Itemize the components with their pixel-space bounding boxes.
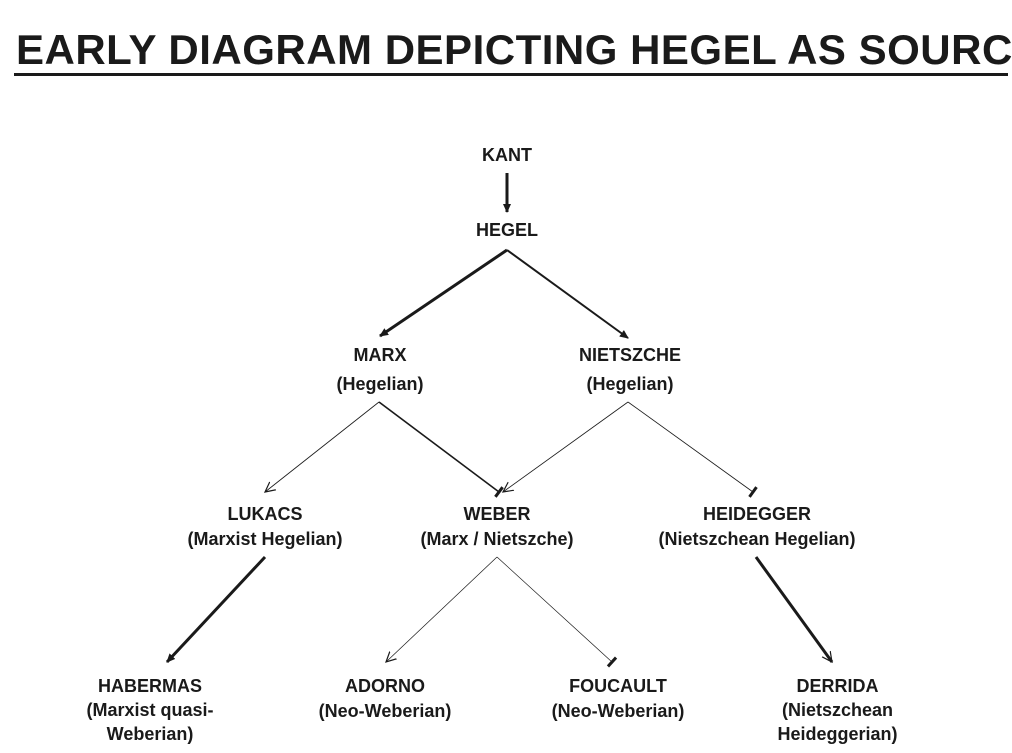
node-heidegger-note: (Nietszchean Hegelian) [658, 529, 856, 549]
node-foucault: FOUCAULT (Neo-Weberian) [533, 674, 703, 724]
edge-lukacs-habermas [165, 555, 267, 664]
node-heidegger-name: HEIDEGGER [702, 504, 812, 524]
edge-nietzsche-heidegger [627, 401, 758, 498]
node-kant: KANT [457, 143, 557, 168]
edge-weber-adorno [386, 556, 498, 662]
node-derrida-note-line1: (Nietszchean [781, 700, 894, 720]
node-marx-name: MARX [353, 345, 407, 365]
edge-hegel-marx [379, 248, 508, 338]
node-weber: WEBER (Marx / Nietszche) [397, 502, 597, 552]
node-lukacs-name: LUKACS [227, 504, 303, 524]
node-habermas-note-line2: Weberian) [106, 724, 194, 744]
node-adorno-name: ADORNO [345, 676, 425, 696]
node-weber-name: WEBER [463, 504, 531, 524]
node-adorno-note: (Neo-Weberian) [318, 701, 452, 721]
node-nietzsche: NIETSZCHE (Hegelian) [555, 343, 705, 397]
page-title: EARLY DIAGRAM DEPICTING HEGEL AS SOURCE [16, 26, 1012, 73]
node-weber-note: (Marx / Nietszche) [420, 529, 574, 549]
node-marx: MARX (Hegelian) [310, 343, 450, 397]
node-adorno: ADORNO (Neo-Weberian) [300, 674, 470, 724]
node-nietzsche-note: (Hegelian) [586, 374, 674, 394]
edge-weber-foucault [496, 556, 618, 668]
node-foucault-note: (Neo-Weberian) [551, 701, 685, 721]
node-derrida-note-line2: Heideggerian) [777, 724, 898, 744]
node-hegel-name: HEGEL [475, 220, 538, 240]
edge-heidegger-derrida [754, 556, 834, 662]
edge-nietzsche-weber [503, 401, 629, 492]
node-heidegger: HEIDEGGER (Nietszchean Hegelian) [637, 502, 877, 552]
node-marx-note: (Hegelian) [336, 374, 424, 394]
node-nietzsche-name: NIETSZCHE [578, 345, 681, 365]
node-lukacs-note: (Marxist Hegelian) [187, 529, 343, 549]
node-derrida: DERRIDA (Nietszchean Heideggerian) [755, 674, 920, 746]
edge-marx-lukacs [265, 401, 380, 492]
node-kant-name: KANT [482, 145, 532, 165]
node-lukacs: LUKACS (Marxist Hegelian) [165, 502, 365, 552]
edge-hegel-nietzsche [506, 249, 629, 339]
node-habermas-name: HABERMAS [97, 676, 202, 696]
node-hegel: HEGEL [457, 218, 557, 243]
node-habermas-note-line1: (Marxist quasi- [86, 700, 214, 720]
node-habermas: HABERMAS (Marxist quasi- Weberian) [75, 674, 225, 746]
node-derrida-name: DERRIDA [796, 676, 879, 696]
title-underline [14, 73, 1008, 76]
edge-marx-weber [378, 401, 504, 498]
node-foucault-name: FOUCAULT [569, 676, 667, 696]
